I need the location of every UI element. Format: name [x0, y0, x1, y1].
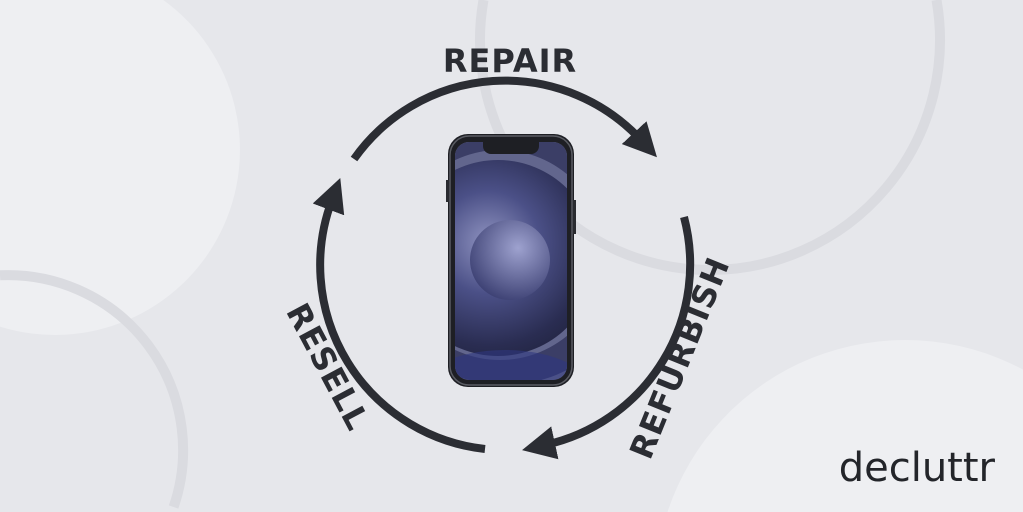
step-label-repair: REPAIR [443, 42, 577, 80]
bg-circle [667, 340, 1023, 512]
smartphone-image [446, 134, 576, 387]
phone-notch [483, 141, 539, 154]
bg-circle [0, 270, 189, 509]
arrow-repair [350, 76, 657, 162]
arrow-resell [312, 177, 486, 453]
arrow-refurbish [522, 215, 695, 460]
decluttr-logo: decluttr [838, 445, 995, 491]
bg-circle [0, 0, 240, 335]
bg-circle [475, 0, 945, 275]
